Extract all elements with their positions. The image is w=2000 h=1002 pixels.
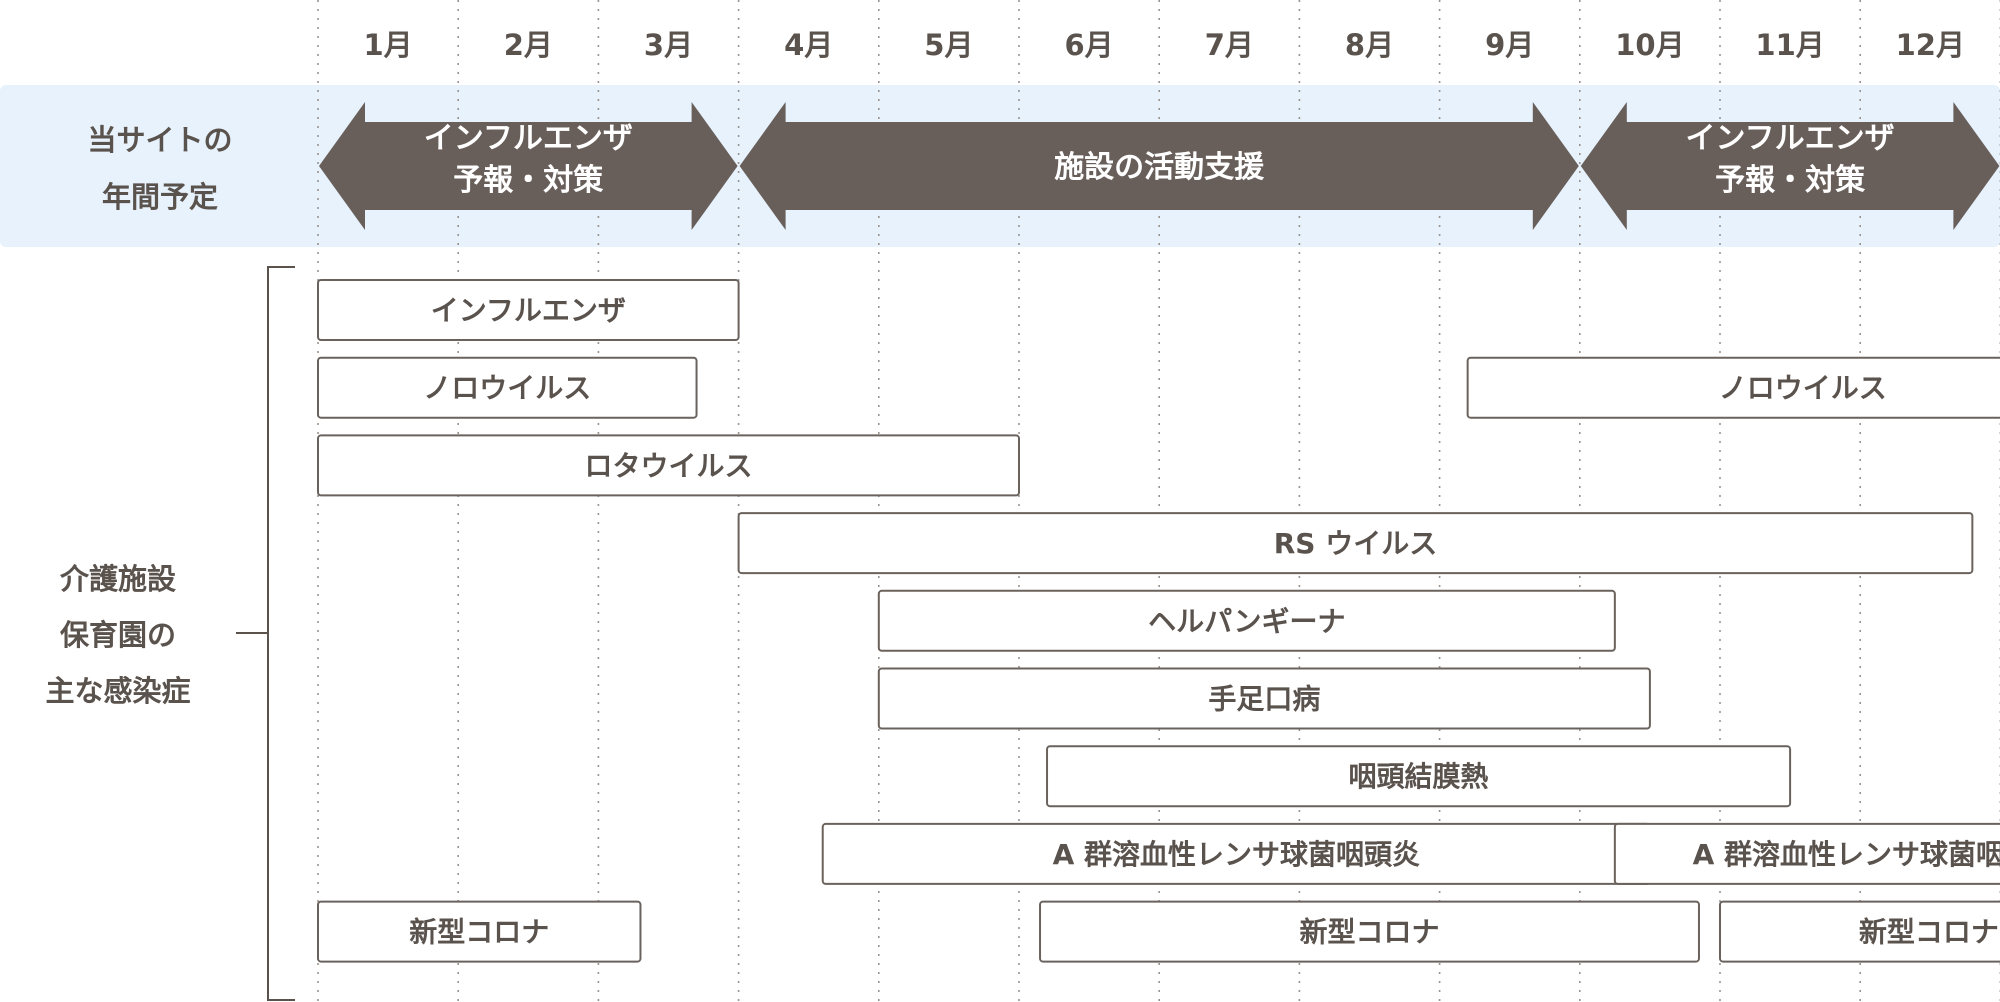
month-label: 6月	[1065, 28, 1114, 62]
disease-label: ロタウイルス	[584, 449, 752, 482]
disease-label: インフルエンザ	[431, 294, 626, 327]
schedule-row-title: 当サイトの 年間予定	[87, 123, 232, 214]
month-label: 8月	[1345, 28, 1394, 62]
disease-label: 咽頭結膜熱	[1349, 760, 1489, 793]
disease-period: ノロウイルス	[317, 356, 698, 419]
disease-label: 新型コロナ	[1299, 916, 1439, 949]
disease-period-box	[1613, 822, 2000, 885]
disease-period-box	[737, 512, 1974, 575]
schedule-arrow-label: 施設の活動支援	[1054, 150, 1265, 185]
disease-title-line-3: 主な感染症	[45, 674, 190, 708]
disease-period-box	[317, 356, 698, 419]
disease-label: ノロウイルス	[423, 372, 591, 405]
double-arrow-shape	[1580, 102, 2000, 230]
month-label: 10月	[1615, 28, 1684, 62]
disease-label: 新型コロナ	[1859, 916, 1999, 949]
month-label: 12月	[1896, 28, 1965, 62]
month-label: 3月	[644, 28, 693, 62]
disease-label: 手足口病	[1208, 683, 1320, 716]
disease-period: ノロウイルス	[1466, 356, 2000, 419]
disease-period: ヘルパンギーナ	[877, 589, 1616, 652]
schedule-arrow-label: インフルエンザ	[1686, 121, 1895, 156]
schedule-arrow: 施設の活動支援	[739, 102, 1579, 230]
disease-period-box	[1466, 356, 2000, 419]
double-arrow-shape	[319, 102, 738, 230]
schedule-title-line-1: 当サイトの	[87, 123, 232, 157]
schedule-title-line-2: 年間予定	[102, 180, 218, 214]
disease-period: 咽頭結膜熱	[1046, 745, 1792, 808]
disease-row-title: 介護施設 保育園の 主な感染症	[45, 562, 190, 708]
month-label: 11月	[1755, 28, 1824, 62]
disease-period-box	[317, 279, 740, 341]
disease-label: ノロウイルス	[1719, 372, 1887, 405]
disease-period: 新型コロナ	[317, 900, 642, 963]
month-label: 9月	[1485, 28, 1534, 62]
disease-label: 新型コロナ	[409, 916, 549, 949]
disease-period: A 群溶血性レンサ球菌咽頭炎	[1613, 822, 2000, 885]
disease-label: ヘルパンギーナ	[1148, 605, 1345, 638]
disease-period: RS ウイルス	[737, 512, 1974, 575]
schedule-arrow-label: インフルエンザ	[424, 121, 633, 156]
disease-period-box	[877, 667, 1651, 730]
disease-label: A 群溶血性レンサ球菌咽頭炎	[1693, 838, 2000, 871]
disease-group-bracket	[236, 266, 295, 1001]
disease-period-box	[1719, 900, 2000, 963]
disease-period: A 群溶血性レンサ球菌咽頭炎	[821, 822, 1651, 885]
month-header: 1月 2月 3月 4月 5月 6月 7月 8月 9月 10月 11月 12月	[364, 28, 1965, 62]
schedule-arrow-label: 予報・対策	[1715, 163, 1865, 198]
disease-period-box	[317, 434, 1020, 497]
month-label: 7月	[1205, 28, 1254, 62]
schedule-arrows: インフルエンザ予報・対策施設の活動支援インフルエンザ予報・対策	[319, 102, 2000, 230]
disease-period: インフルエンザ	[317, 279, 740, 341]
disease-period-box	[317, 900, 642, 963]
disease-period: 新型コロナ	[1719, 900, 2000, 963]
double-arrow-shape	[739, 102, 1579, 230]
month-label: 4月	[784, 28, 833, 62]
disease-period-box	[877, 589, 1616, 652]
disease-period-box	[1039, 900, 1700, 963]
disease-period: 新型コロナ	[1039, 900, 1700, 963]
schedule-arrow-label: 予報・対策	[453, 163, 603, 198]
month-label: 5月	[924, 28, 973, 62]
disease-title-line-2: 保育園の	[59, 618, 176, 652]
disease-period-box	[1046, 745, 1792, 808]
disease-label: A 群溶血性レンサ球菌咽頭炎	[1053, 838, 1420, 871]
month-label: 2月	[504, 28, 553, 62]
disease-title-line-1: 介護施設	[59, 562, 177, 596]
disease-label: RS ウイルス	[1274, 527, 1437, 560]
disease-period: ロタウイルス	[317, 434, 1020, 497]
disease-period: 手足口病	[877, 667, 1651, 730]
month-label: 1月	[364, 28, 413, 62]
